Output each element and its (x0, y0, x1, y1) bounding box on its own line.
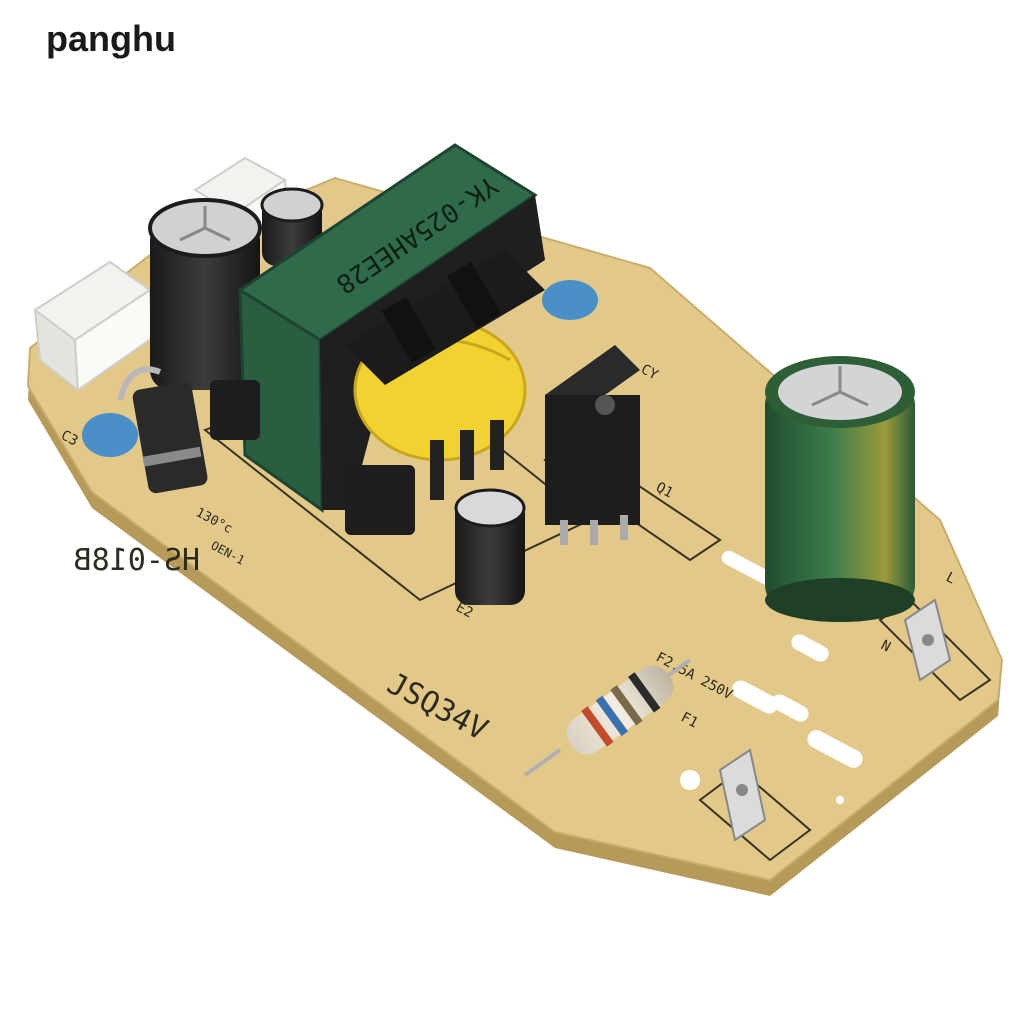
blue-capacitor-left (82, 413, 138, 457)
fuse-ref-label: F1 (678, 709, 700, 731)
ref-cy: CY (638, 361, 661, 383)
blue-capacitor-right (542, 280, 598, 320)
small-capacitor-e2 (454, 488, 526, 605)
ref-q1: Q1 (653, 479, 675, 501)
ref-c3: C3 (58, 427, 80, 449)
terminal-l (718, 748, 767, 842)
bridge-component (345, 465, 415, 535)
watermark-text: panghu (46, 18, 176, 59)
small-black-part (210, 380, 260, 440)
board-model-label: HS-018B (74, 543, 200, 578)
terminal-n (903, 598, 952, 682)
green-capacitor-large (765, 356, 915, 622)
mosfet-q1 (545, 345, 640, 545)
black-capacitor-large (148, 198, 262, 390)
fuse-resistor (523, 658, 692, 777)
diode (117, 366, 208, 494)
transformer (237, 143, 545, 513)
